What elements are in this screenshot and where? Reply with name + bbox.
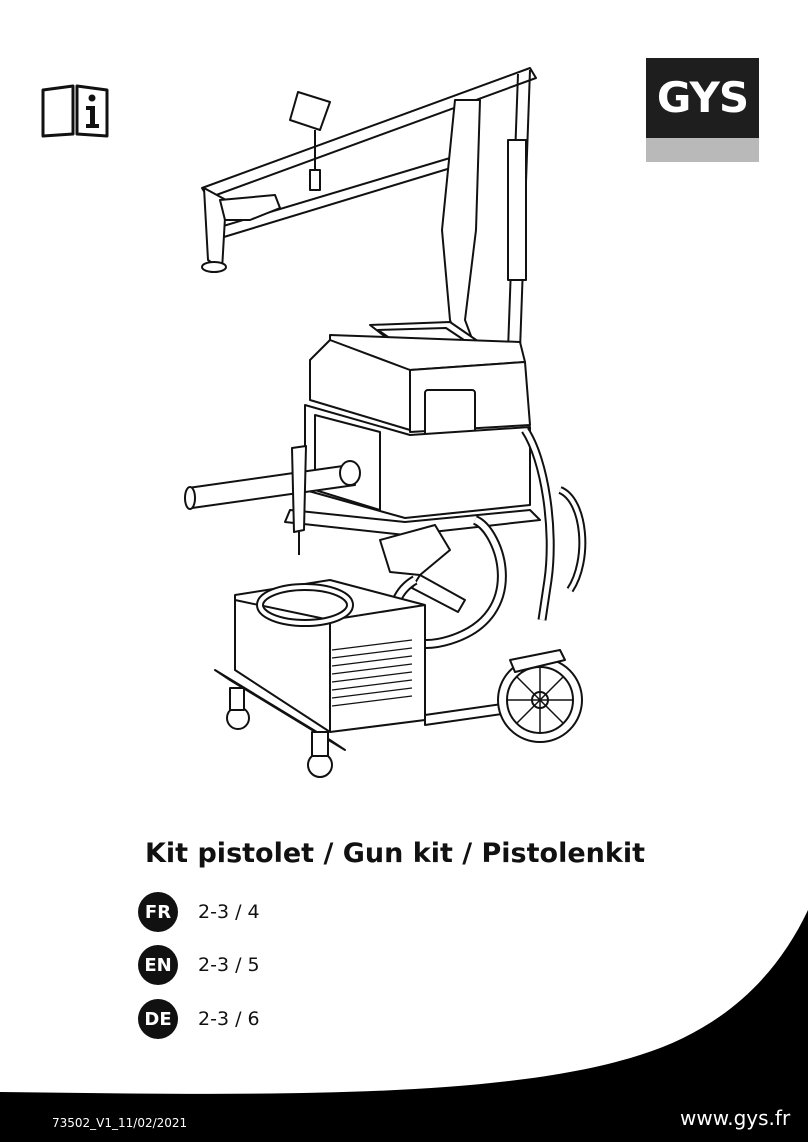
brand-logo: GYS: [646, 58, 759, 162]
footer-wave: [0, 910, 808, 1142]
language-pages: 2-3 / 6: [198, 1008, 260, 1030]
language-row-fr: FR 2-3 / 4: [138, 892, 260, 932]
read-manual-icon: [41, 84, 109, 138]
language-row-de: DE 2-3 / 6: [138, 999, 260, 1039]
language-pages: 2-3 / 5: [198, 954, 260, 976]
language-badge: DE: [138, 999, 178, 1039]
document-reference: 73502_V1_11/02/2021: [52, 1116, 188, 1130]
document-title: Kit pistolet / Gun kit / Pistolenkit: [145, 838, 645, 869]
logo-text: GYS: [646, 58, 759, 138]
language-row-en: EN 2-3 / 5: [138, 945, 260, 985]
language-pages: 2-3 / 4: [198, 901, 260, 923]
language-badge: FR: [138, 892, 178, 932]
language-badge: EN: [138, 945, 178, 985]
website-link[interactable]: www.gys.fr: [680, 1106, 791, 1130]
logo-bar: [646, 138, 759, 162]
spot-welder-illustration: [184, 67, 587, 778]
